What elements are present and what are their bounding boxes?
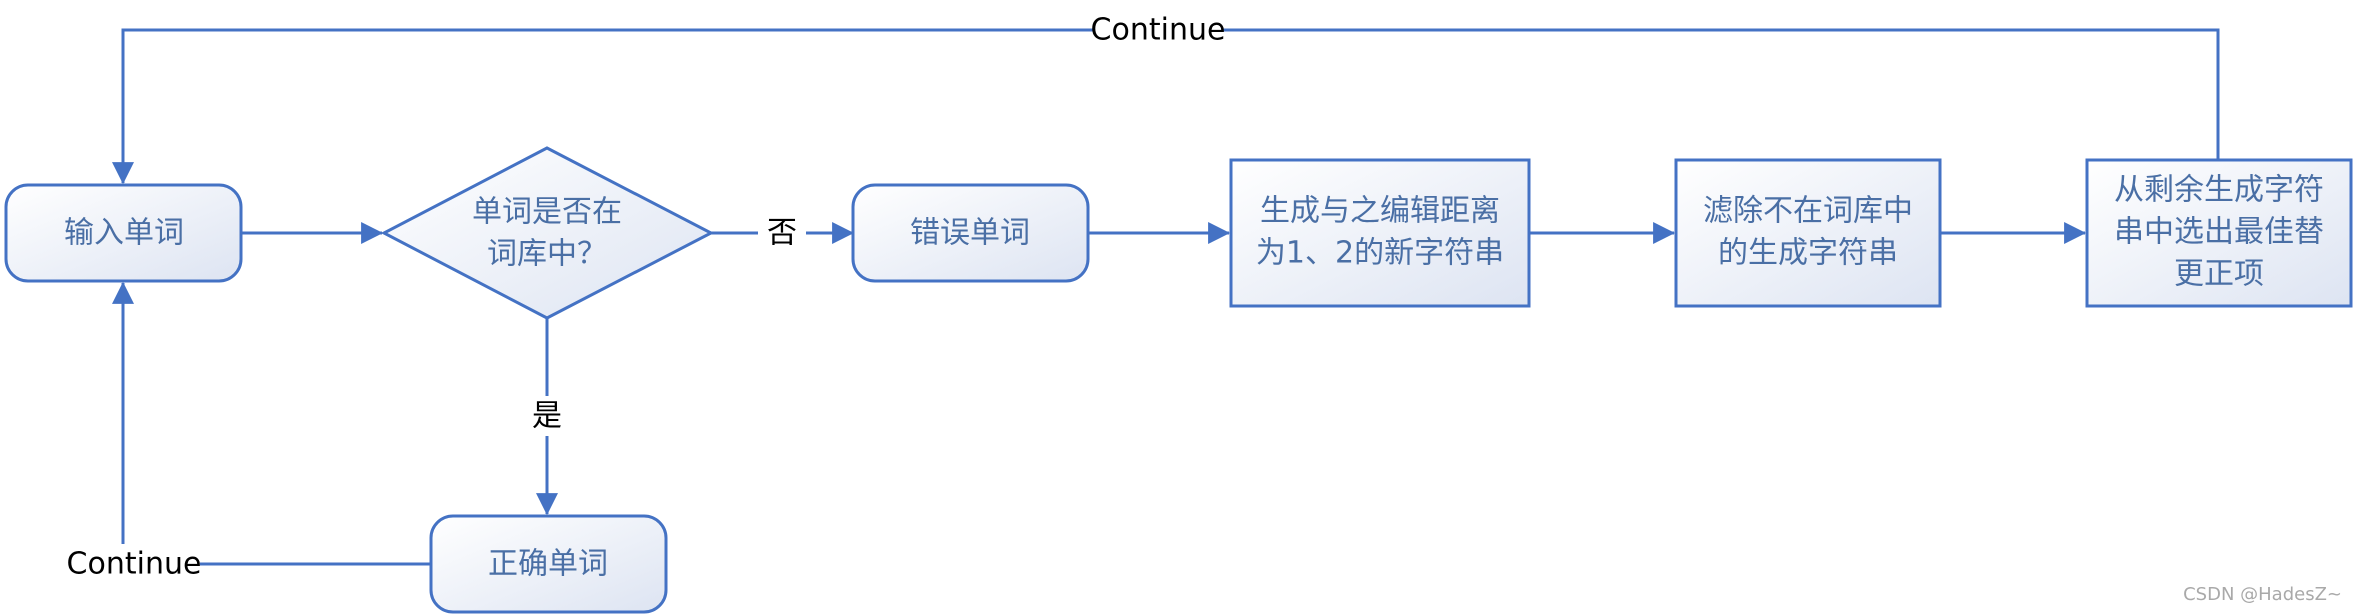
continue-label-top: Continue bbox=[1091, 13, 1226, 48]
node-select: 从剩余生成字符 串中选出最佳替 更正项 bbox=[2085, 158, 2353, 308]
svg-text:更正项: 更正项 bbox=[2174, 257, 2264, 292]
node-input-word: 输入单词 bbox=[4, 183, 243, 283]
node-decision: 单词是否在 词库中？ bbox=[380, 146, 715, 320]
node-filter: 滤除不在词库中 的生成字符串 bbox=[1674, 158, 1942, 308]
svg-text:错误单词: 错误单词 bbox=[910, 216, 1030, 251]
node-wrong-word: 错误单词 bbox=[851, 183, 1090, 283]
continue-label-bottom: Continue bbox=[67, 547, 202, 582]
svg-text:滤除不在词库中: 滤除不在词库中 bbox=[1703, 194, 1913, 229]
svg-text:为1、2的新字符串: 为1、2的新字符串 bbox=[1256, 236, 1504, 271]
edge-correct-continue-loop bbox=[112, 281, 431, 566]
svg-text:生成与之编辑距离: 生成与之编辑距离 bbox=[1260, 194, 1500, 229]
no-label: 否 bbox=[767, 216, 797, 251]
yes-label: 是 bbox=[532, 399, 562, 434]
node-generate: 生成与之编辑距离 为1、2的新字符串 bbox=[1229, 158, 1531, 308]
svg-text:词库中？: 词库中？ bbox=[487, 237, 607, 272]
svg-text:从剩余生成字符: 从剩余生成字符 bbox=[2114, 173, 2324, 208]
svg-text:单词是否在: 单词是否在 bbox=[472, 195, 622, 230]
svg-text:输入单词: 输入单词 bbox=[64, 216, 184, 251]
svg-text:的生成字符串: 的生成字符串 bbox=[1718, 236, 1898, 271]
svg-text:串中选出最佳替: 串中选出最佳替 bbox=[2114, 215, 2324, 250]
svg-text:正确单词: 正确单词 bbox=[488, 547, 608, 582]
watermark: CSDN @HadesZ~ bbox=[2183, 584, 2342, 605]
node-correct-word: 正确单词 bbox=[429, 514, 668, 614]
